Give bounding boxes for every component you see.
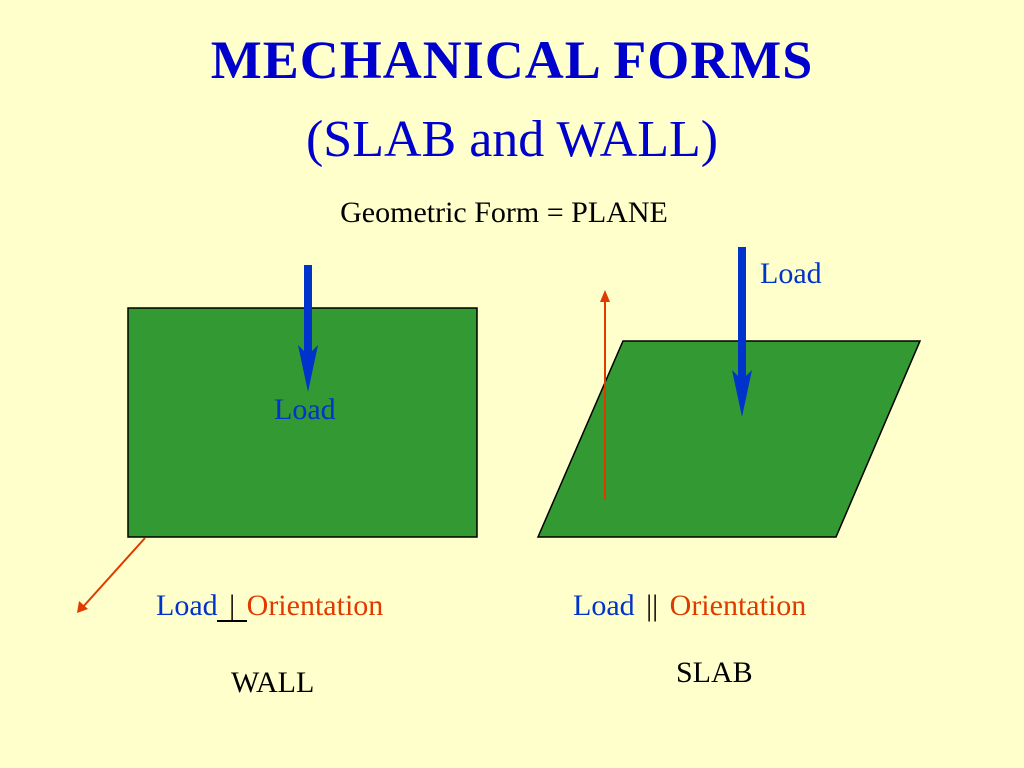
wall-orientation-arrow-icon — [77, 537, 146, 613]
slide-title: MECHANICAL FORMS — [210, 30, 814, 90]
wall-plane — [127, 307, 478, 538]
wall-relation-load: Load — [156, 589, 218, 622]
slide-subtitle: (SLAB and WALL) — [305, 111, 719, 168]
wall-load-label: Load — [274, 393, 336, 426]
wall-load-orientation-relation: Load | Orientation — [156, 588, 383, 624]
wall-load-arrow-icon — [298, 265, 318, 392]
perpendicular-symbol-glyph: | — [229, 589, 236, 622]
perpendicular-symbol: | — [217, 588, 248, 624]
wall-relation-orientation: Orientation — [246, 589, 384, 622]
parallel-symbol: || — [646, 589, 659, 622]
slab-load-arrow-icon — [732, 247, 752, 417]
geometric-form-label: Geometric Form = PLANE — [340, 196, 668, 229]
slab-load-orientation-relation: Load || Orientation — [573, 588, 806, 624]
slab-relation-orientation: Orientation — [669, 589, 807, 622]
slab-caption: SLAB — [676, 656, 753, 689]
slab-load-label: Load — [760, 257, 822, 290]
slab-relation-load: Load — [573, 589, 635, 622]
wall-caption: WALL — [231, 666, 315, 699]
slab-orientation-arrow-icon — [600, 290, 610, 500]
slab-plane — [536, 340, 922, 538]
